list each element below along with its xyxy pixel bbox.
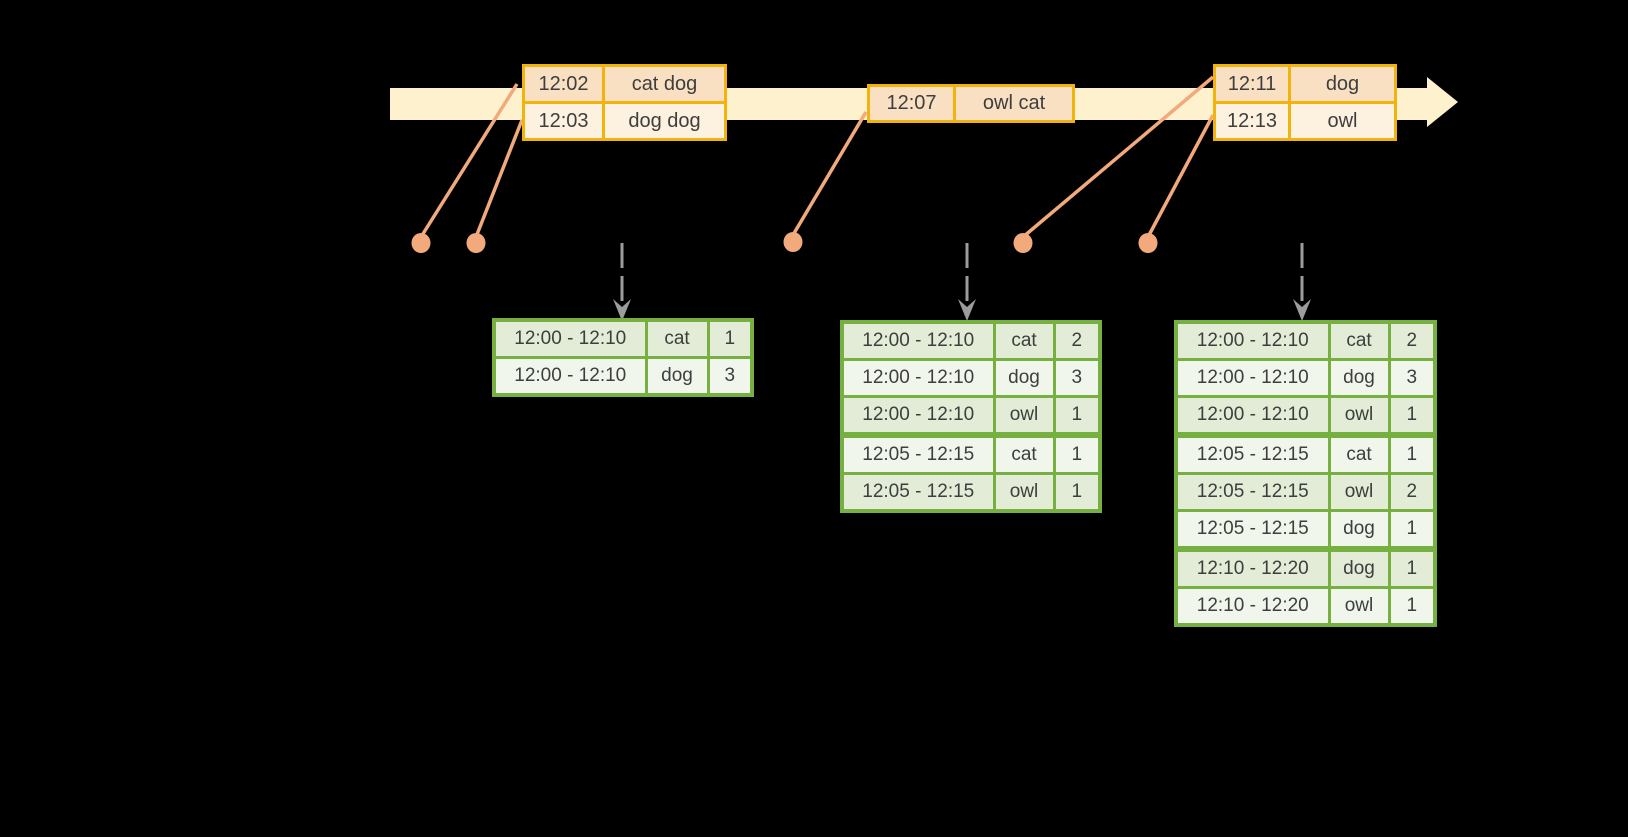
window-cell: 12:00 - 12:10 — [1174, 358, 1331, 398]
count-cell: 3 — [1052, 358, 1102, 398]
event-words-cell: owl cat — [953, 84, 1075, 123]
count-cell: 1 — [1052, 395, 1102, 437]
word-cell: cat — [1327, 320, 1391, 361]
word-cell: owl — [1327, 586, 1391, 627]
dot-icon — [466, 233, 486, 253]
dot-icon — [411, 233, 431, 253]
count-cell: 3 — [1387, 358, 1437, 398]
word-cell: dog — [644, 356, 710, 397]
event-words-cell: dog — [1288, 64, 1397, 104]
event-time-cell: 12:03 — [522, 101, 605, 141]
word-cell: dog — [1327, 509, 1391, 551]
word-cell: cat — [992, 320, 1056, 361]
count-cell: 1 — [1387, 432, 1437, 475]
arrow-head-icon — [613, 299, 631, 321]
window-cell: 12:00 - 12:10 — [1174, 395, 1331, 437]
window-cell: 12:00 - 12:10 — [840, 320, 996, 361]
window-cell: 12:00 - 12:10 — [840, 358, 996, 398]
count-cell: 1 — [1387, 395, 1437, 437]
event-time-cell: 12:11 — [1213, 64, 1291, 104]
count-cell: 2 — [1387, 320, 1437, 361]
count-cell: 2 — [1387, 472, 1437, 512]
word-cell: cat — [992, 432, 1056, 475]
count-cell: 3 — [706, 356, 754, 397]
window-cell: 12:00 - 12:10 — [492, 318, 648, 359]
count-cell: 1 — [1052, 432, 1102, 475]
word-cell: owl — [992, 472, 1056, 513]
window-cell: 12:05 - 12:15 — [1174, 472, 1331, 512]
event-time-cell: 12:02 — [522, 64, 605, 104]
window-cell: 12:10 - 12:20 — [1174, 586, 1331, 627]
event-words-cell: cat dog — [602, 64, 727, 104]
arrow-head-icon — [958, 299, 976, 321]
word-cell: owl — [1327, 395, 1391, 437]
event-time-cell: 12:13 — [1213, 101, 1291, 141]
arrow-head-icon — [1293, 299, 1311, 321]
word-cell: dog — [1327, 358, 1391, 398]
event-leader-line — [419, 83, 519, 238]
dot-icon — [783, 232, 803, 252]
count-cell: 1 — [706, 318, 754, 359]
event-leader-line — [474, 119, 524, 238]
dot-icon — [1138, 233, 1158, 253]
word-cell: dog — [992, 358, 1056, 398]
count-cell: 1 — [1052, 472, 1102, 513]
word-cell: dog — [1327, 546, 1391, 589]
window-cell: 12:05 - 12:15 — [1174, 509, 1331, 551]
word-cell: owl — [1327, 472, 1391, 512]
count-cell: 1 — [1387, 509, 1437, 551]
window-cell: 12:10 - 12:20 — [1174, 546, 1331, 589]
word-cell: cat — [1327, 432, 1391, 475]
window-cell: 12:05 - 12:15 — [840, 472, 996, 513]
event-leader-line — [1021, 75, 1215, 239]
event-time-cell: 12:07 — [867, 84, 956, 123]
count-cell: 1 — [1387, 546, 1437, 589]
event-words-cell: dog dog — [602, 101, 727, 141]
word-cell: cat — [644, 318, 710, 359]
event-leader-line — [791, 111, 868, 236]
dot-icon — [1013, 233, 1033, 253]
window-cell: 12:00 - 12:10 — [1174, 320, 1331, 361]
event-words-cell: owl — [1288, 101, 1397, 141]
window-cell: 12:05 - 12:15 — [840, 432, 996, 475]
word-cell: owl — [992, 395, 1056, 437]
window-cell: 12:00 - 12:10 — [492, 356, 648, 397]
window-cell: 12:05 - 12:15 — [1174, 432, 1331, 475]
event-leader-line — [1146, 114, 1215, 238]
count-cell: 2 — [1052, 320, 1102, 361]
right-arrow-icon — [1427, 77, 1458, 127]
count-cell: 1 — [1387, 586, 1437, 627]
window-cell: 12:00 - 12:10 — [840, 395, 996, 437]
